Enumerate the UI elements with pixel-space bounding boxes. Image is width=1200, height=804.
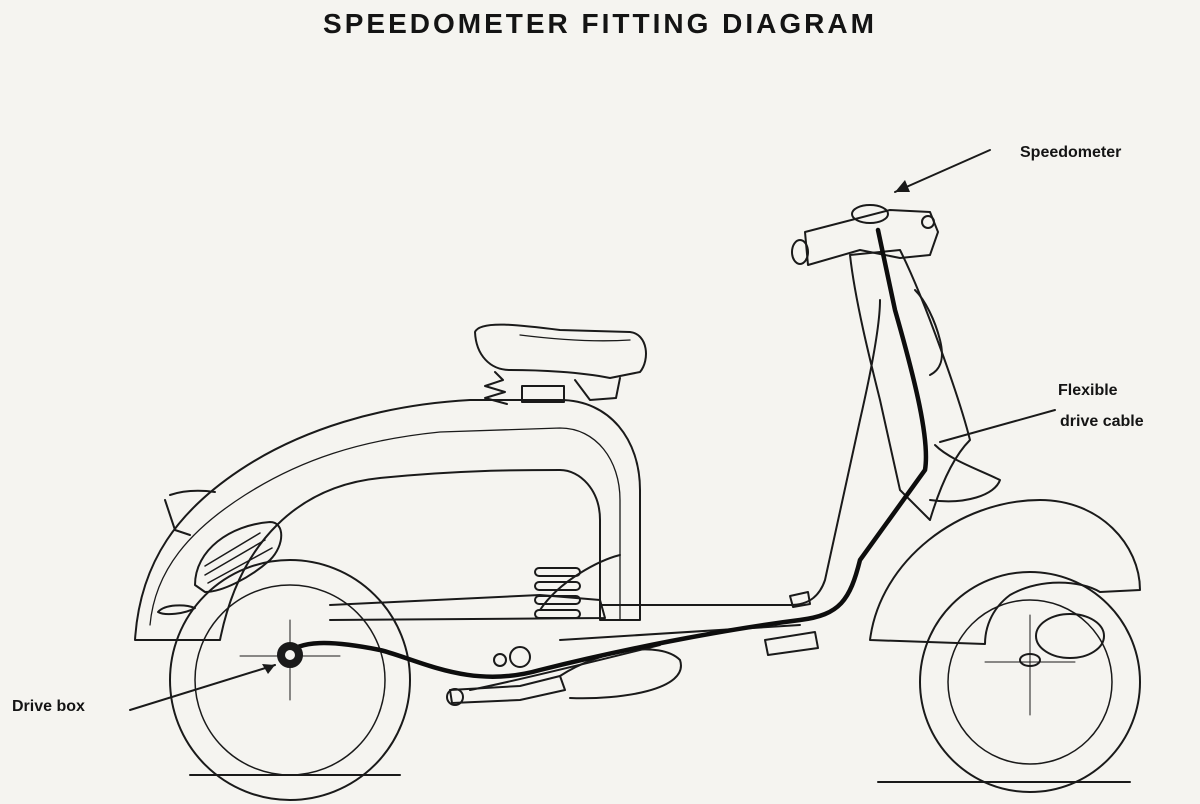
emblem [157, 604, 196, 616]
arrowhead-speedometer [895, 180, 910, 192]
front-wheel [919, 571, 1141, 793]
brake-pedal [764, 631, 819, 656]
exhaust [559, 648, 682, 700]
label-drive-box: Drive box [12, 698, 85, 715]
pointer-speedometer [894, 149, 991, 193]
steering-column [849, 249, 971, 521]
front-cowl [929, 444, 1001, 503]
seat [474, 323, 647, 405]
handlebar [791, 204, 939, 266]
label-flexible-line1: Flexible [1058, 382, 1118, 399]
kick-lever [449, 675, 566, 704]
floor-vent [534, 567, 581, 619]
label-flexible-line2: drive cable [1060, 413, 1144, 430]
flexible-drive-cable [282, 227, 929, 679]
label-flexible-drive-cable: Flexible drive cable [1058, 375, 1144, 437]
footboard [329, 594, 606, 621]
frame-tube [599, 299, 881, 606]
pointer-flex-cable [939, 409, 1056, 443]
pointer-drive-box [129, 664, 276, 711]
front-mudguard [869, 499, 1141, 645]
rear-body [134, 399, 641, 641]
arrowhead-drive-box [262, 664, 275, 674]
page-title: SPEEDOMETER FITTING DIAGRAM [323, 8, 877, 39]
rear-wheel [169, 559, 411, 801]
side-vent [194, 521, 283, 593]
drive-box [277, 642, 303, 668]
label-speedometer: Speedometer [1020, 144, 1122, 161]
